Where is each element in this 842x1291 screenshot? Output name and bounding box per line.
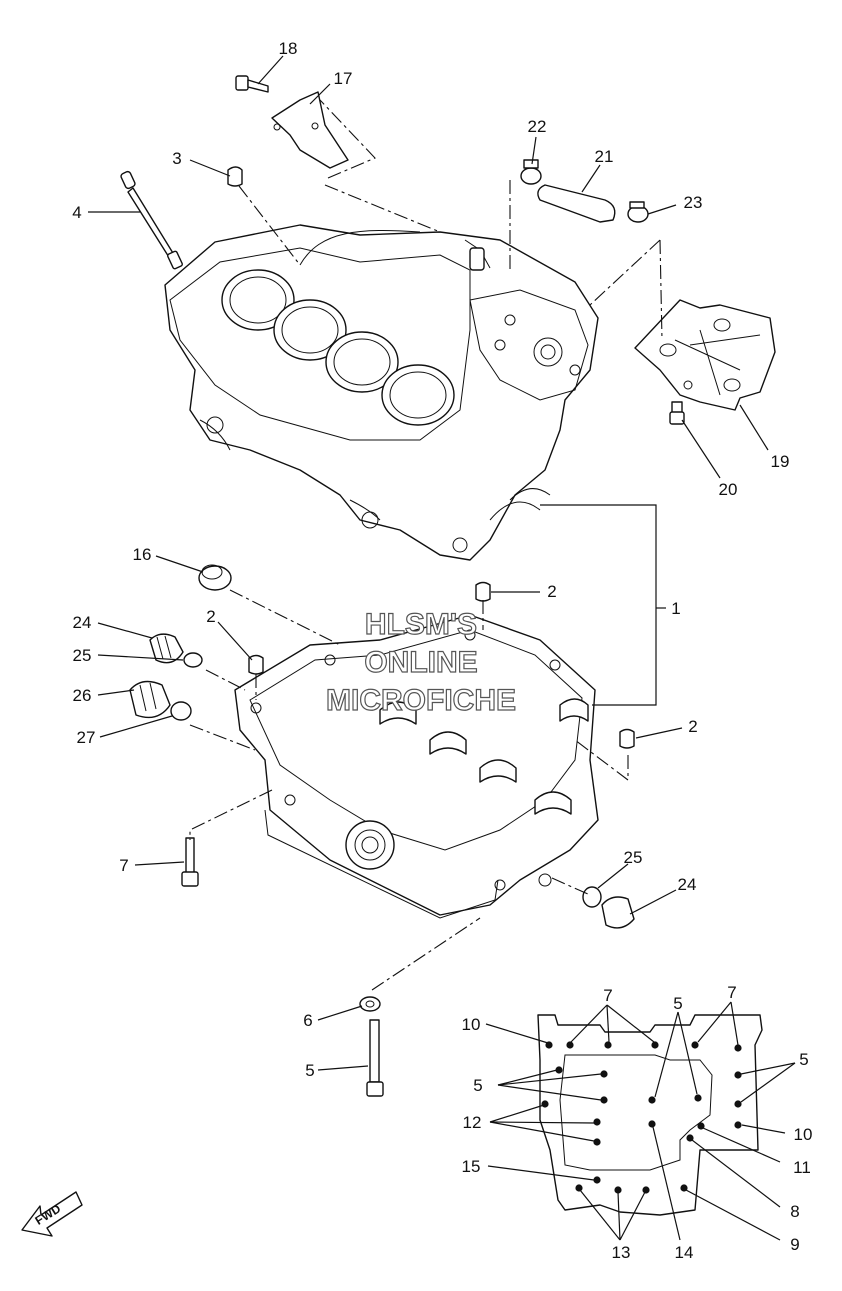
chart-callout-7-right: 7 bbox=[727, 983, 736, 1002]
callout-18: 18 bbox=[279, 39, 298, 58]
callout-20: 20 bbox=[719, 480, 738, 499]
leader-lines bbox=[88, 55, 796, 1241]
callout-labels: 18 17 3 4 22 21 23 19 20 16 2 2 2 1 24 2… bbox=[72, 39, 812, 1262]
part-2-dowel-a bbox=[475, 581, 491, 602]
part-17-cover bbox=[271, 91, 349, 169]
chart-callout-12: 12 bbox=[463, 1113, 482, 1132]
part-23-clamp bbox=[627, 201, 649, 223]
callout-24-left: 24 bbox=[73, 613, 92, 632]
forward-arrow: FWD bbox=[21, 1191, 83, 1237]
callout-2-left: 2 bbox=[206, 607, 215, 626]
part-25-oring-b bbox=[582, 886, 602, 908]
lower-crankcase bbox=[234, 614, 599, 919]
part-26-plug bbox=[129, 680, 171, 719]
chart-callout-9: 9 bbox=[790, 1235, 799, 1254]
callout-23: 23 bbox=[684, 193, 703, 212]
callout-3: 3 bbox=[172, 149, 181, 168]
callout-1: 1 bbox=[671, 599, 680, 618]
callout-4: 4 bbox=[72, 203, 81, 222]
callout-27: 27 bbox=[77, 728, 96, 747]
part-5-bolt bbox=[366, 1019, 384, 1097]
chart-callout-11: 11 bbox=[793, 1158, 811, 1177]
callout-5: 5 bbox=[305, 1061, 314, 1080]
watermark-line-2: ONLINE bbox=[364, 646, 477, 679]
chart-callout-5-top: 5 bbox=[673, 994, 682, 1013]
callout-19: 19 bbox=[771, 452, 790, 471]
part-16-plug bbox=[198, 564, 232, 591]
forward-arrow-icon bbox=[21, 1191, 83, 1237]
callout-26: 26 bbox=[73, 686, 92, 705]
callout-7: 7 bbox=[119, 856, 128, 875]
part-21-hose bbox=[537, 184, 616, 223]
watermark-line-1: HLSM'S bbox=[365, 608, 477, 641]
callout-16: 16 bbox=[133, 545, 152, 564]
part-20-screw bbox=[669, 401, 685, 425]
part-6-washer bbox=[359, 996, 381, 1012]
callout-6: 6 bbox=[303, 1011, 312, 1030]
callout-24-right: 24 bbox=[678, 875, 697, 894]
part-2-dowel-c bbox=[619, 728, 635, 749]
chart-callout-15: 15 bbox=[462, 1157, 481, 1176]
watermark-line-3: MICROFICHE bbox=[326, 684, 516, 717]
callout-2-right: 2 bbox=[688, 717, 697, 736]
part-18-bolt bbox=[235, 75, 269, 93]
chart-callout-14: 14 bbox=[675, 1243, 694, 1262]
part-3-dowel bbox=[227, 166, 243, 187]
chart-callout-5-left: 5 bbox=[473, 1076, 482, 1095]
callout-25-left: 25 bbox=[73, 646, 92, 665]
callout-17: 17 bbox=[334, 69, 353, 88]
part-24-plug-b bbox=[601, 896, 635, 929]
part-7-bolt bbox=[181, 837, 199, 887]
chart-callout-7-top: 7 bbox=[603, 986, 612, 1005]
bolt-tightening-chart bbox=[537, 1014, 763, 1216]
part-27-oring bbox=[170, 701, 192, 721]
chart-callout-10-left: 10 bbox=[462, 1015, 481, 1034]
chart-callout-5-right: 5 bbox=[799, 1050, 808, 1069]
cylinder-bore-3 bbox=[325, 331, 399, 393]
chart-callout-13: 13 bbox=[612, 1243, 631, 1262]
watermark: HLSM'S ONLINE MICROFICHE bbox=[325, 607, 516, 717]
cylinder-bore-1 bbox=[221, 269, 295, 331]
part-25-oring-a bbox=[183, 652, 203, 668]
part-22-clamp bbox=[520, 159, 542, 185]
callout-25-right: 25 bbox=[624, 848, 643, 867]
callout-2-top: 2 bbox=[547, 582, 556, 601]
part-4-stud bbox=[120, 170, 183, 270]
alignment-lines bbox=[189, 99, 663, 991]
upper-crankcase bbox=[164, 224, 599, 561]
part-19-plate bbox=[634, 299, 776, 411]
callout-21: 21 bbox=[595, 147, 614, 166]
cylinder-bore-2 bbox=[273, 299, 347, 361]
part-24-plug-a bbox=[149, 633, 184, 664]
callout-22: 22 bbox=[528, 117, 547, 136]
chart-callout-8: 8 bbox=[790, 1202, 799, 1221]
chart-callout-10-right: 10 bbox=[794, 1125, 813, 1144]
part-2-dowel-b bbox=[248, 654, 264, 675]
cylinder-bore-4 bbox=[381, 364, 455, 426]
